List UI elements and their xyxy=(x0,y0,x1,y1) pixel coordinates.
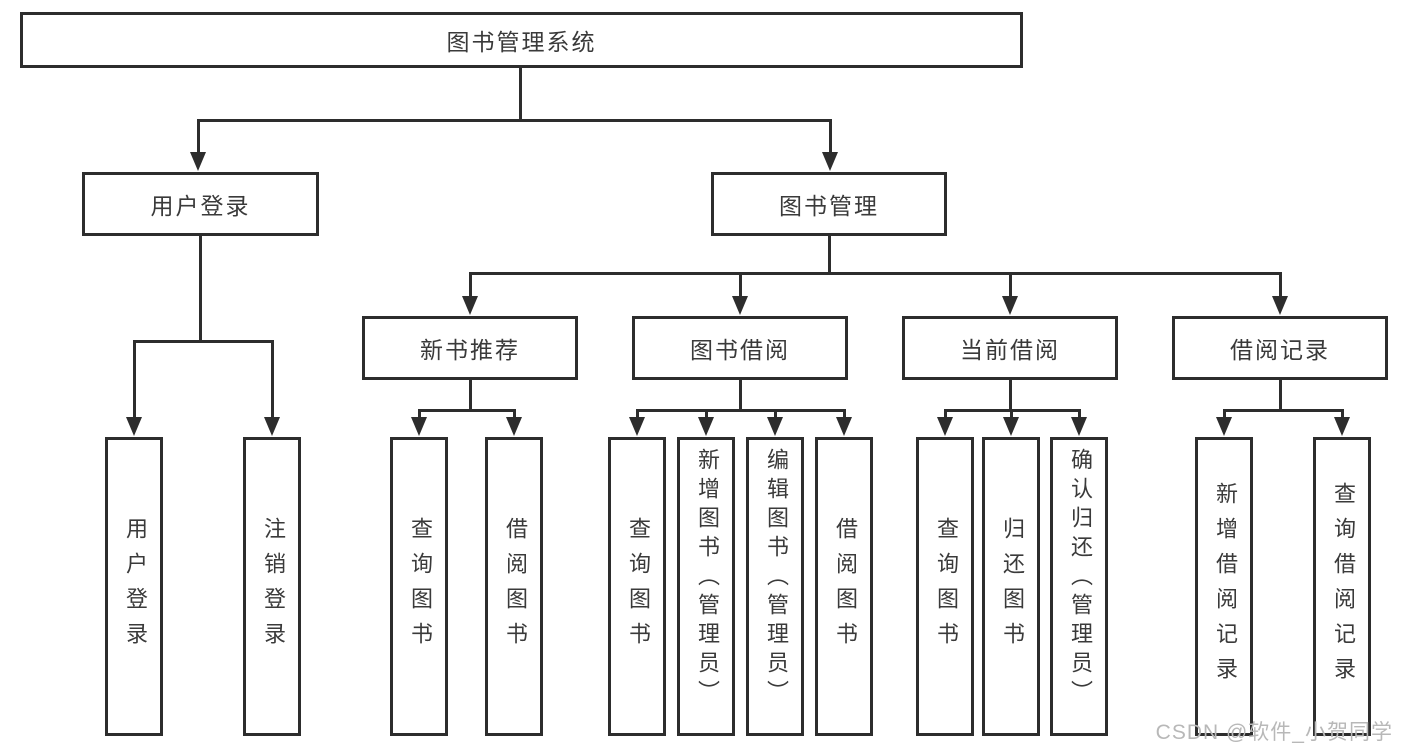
arrowhead-down-icon xyxy=(1071,417,1087,436)
arrowhead-down-icon xyxy=(767,417,783,436)
connector-line xyxy=(519,68,522,121)
connector-arrow-shaft xyxy=(418,410,421,417)
connector-arrow-shaft xyxy=(1009,273,1012,296)
connector-line xyxy=(1223,409,1344,412)
node-leaf-user-login: 用户登录 xyxy=(105,437,163,736)
node-book-management: 图书管理 xyxy=(711,172,947,236)
connector-line xyxy=(1279,379,1282,411)
connector-arrow-shaft xyxy=(636,410,639,417)
connector-arrow-shaft xyxy=(1078,410,1081,417)
connector-line xyxy=(133,340,274,343)
connector-line xyxy=(828,236,831,274)
arrowhead-down-icon xyxy=(1272,296,1288,315)
node-leaf-query-borrow-record: 查询借阅记录 xyxy=(1313,437,1371,736)
arrowhead-down-icon xyxy=(264,417,280,436)
node-leaf-add-books-admin: 新增图书（管理员） xyxy=(677,437,735,736)
connector-arrow-shaft xyxy=(1279,273,1282,296)
arrowhead-down-icon xyxy=(462,296,478,315)
connector-arrow-shaft xyxy=(843,410,846,417)
connector-line xyxy=(1009,379,1012,411)
connector-line xyxy=(636,409,846,412)
node-leaf-query-books-b: 查询图书 xyxy=(608,437,666,736)
connector-line xyxy=(199,236,202,342)
node-leaf-query-books-c: 查询图书 xyxy=(916,437,974,736)
connector-arrow-shaft xyxy=(739,273,742,296)
arrowhead-down-icon xyxy=(1002,296,1018,315)
connector-arrow-shaft xyxy=(1341,410,1344,417)
arrowhead-down-icon xyxy=(732,296,748,315)
connector-arrow-shaft xyxy=(829,120,832,152)
node-leaf-add-borrow-record: 新增借阅记录 xyxy=(1195,437,1253,736)
connector-arrow-shaft xyxy=(197,120,200,152)
arrowhead-down-icon xyxy=(1003,417,1019,436)
node-leaf-logout: 注销登录 xyxy=(243,437,301,736)
node-leaf-borrow-books-b: 借阅图书 xyxy=(815,437,873,736)
connector-arrow-shaft xyxy=(1010,410,1013,417)
node-leaf-confirm-return-admin: 确认归还（管理员） xyxy=(1050,437,1108,736)
node-leaf-query-books-a: 查询图书 xyxy=(390,437,448,736)
arrowhead-down-icon xyxy=(937,417,953,436)
connector-arrow-shaft xyxy=(513,410,516,417)
node-library-management-system: 图书管理系统 xyxy=(20,12,1023,68)
arrowhead-down-icon xyxy=(698,417,714,436)
node-borrowing-records: 借阅记录 xyxy=(1172,316,1388,380)
arrowhead-down-icon xyxy=(506,417,522,436)
connector-arrow-shaft xyxy=(944,410,947,417)
node-book-borrowing: 图书借阅 xyxy=(632,316,848,380)
node-user-login: 用户登录 xyxy=(82,172,319,236)
node-leaf-edit-books-admin: 编辑图书（管理员） xyxy=(746,437,804,736)
node-leaf-borrow-books-a: 借阅图书 xyxy=(485,437,543,736)
connector-arrow-shaft xyxy=(705,410,708,417)
arrowhead-down-icon xyxy=(822,152,838,171)
node-new-book-recommendation: 新书推荐 xyxy=(362,316,578,380)
connector-line xyxy=(469,272,1282,275)
arrowhead-down-icon xyxy=(126,417,142,436)
connector-arrow-shaft xyxy=(1223,410,1226,417)
arrowhead-down-icon xyxy=(836,417,852,436)
connector-arrow-shaft xyxy=(469,273,472,296)
arrowhead-down-icon xyxy=(629,417,645,436)
node-current-borrowing: 当前借阅 xyxy=(902,316,1118,380)
node-leaf-return-books: 归还图书 xyxy=(982,437,1040,736)
arrowhead-down-icon xyxy=(190,152,206,171)
connector-arrow-shaft xyxy=(271,341,274,417)
connector-line xyxy=(418,409,516,412)
connector-line xyxy=(469,379,472,411)
arrowhead-down-icon xyxy=(411,417,427,436)
connector-line xyxy=(197,119,832,122)
arrowhead-down-icon xyxy=(1216,417,1232,436)
connector-arrow-shaft xyxy=(774,410,777,417)
connector-line xyxy=(739,379,742,411)
arrowhead-down-icon xyxy=(1334,417,1350,436)
connector-arrow-shaft xyxy=(133,341,136,417)
